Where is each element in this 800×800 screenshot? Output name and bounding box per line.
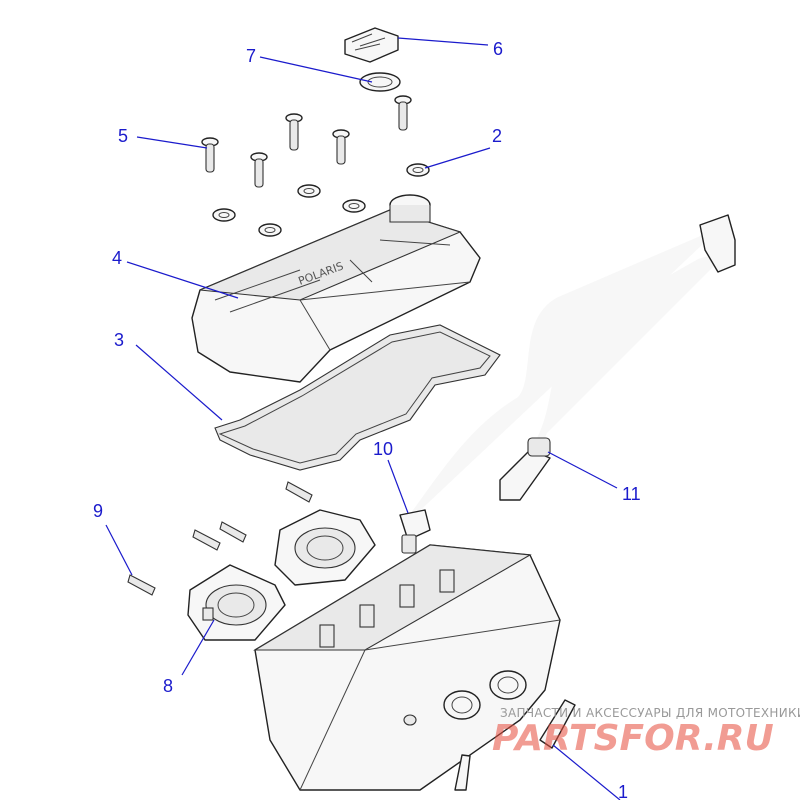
callout-2: 2 — [492, 126, 502, 146]
callout-labels: 1 2 3 4 5 6 7 8 9 10 11 — [93, 39, 641, 800]
valve-cover: POLARIS — [191, 194, 481, 383]
callout-4: 4 — [112, 248, 122, 268]
callout-1: 1 — [618, 782, 628, 800]
valve-cover-gasket — [214, 324, 501, 471]
cover-bolts — [201, 95, 412, 188]
bolt — [250, 152, 268, 188]
leader-lines — [105, 37, 621, 800]
watermark: ЗАПЧАСТИ И АКСЕССУАРЫ ДЛЯ МОТОТЕХНИКИ PA… — [492, 706, 800, 759]
o-ring — [359, 72, 401, 92]
bolt — [332, 129, 350, 165]
bolt — [201, 137, 219, 173]
oil-filler-cap — [344, 27, 399, 63]
breather-hoses — [399, 214, 736, 554]
grommets — [212, 163, 430, 237]
callout-7: 7 — [246, 46, 256, 66]
clamp-screws — [127, 481, 313, 596]
callout-5: 5 — [118, 126, 128, 146]
callout-6: 6 — [493, 39, 503, 59]
callout-10: 10 — [373, 439, 393, 459]
callout-3: 3 — [114, 330, 124, 350]
bolt — [394, 95, 412, 131]
callout-8: 8 — [163, 676, 173, 696]
intake-boots — [187, 509, 376, 641]
watermark-logo: PARTSFOR.RU — [492, 718, 774, 759]
spark-plugs — [454, 699, 576, 791]
callout-11: 11 — [622, 484, 641, 504]
bolt — [285, 113, 303, 151]
cylinder-head — [253, 544, 561, 791]
watermark-tagline: ЗАПЧАСТИ И АКСЕССУАРЫ ДЛЯ МОТОТЕХНИКИ — [500, 706, 800, 720]
callout-9: 9 — [93, 501, 103, 521]
